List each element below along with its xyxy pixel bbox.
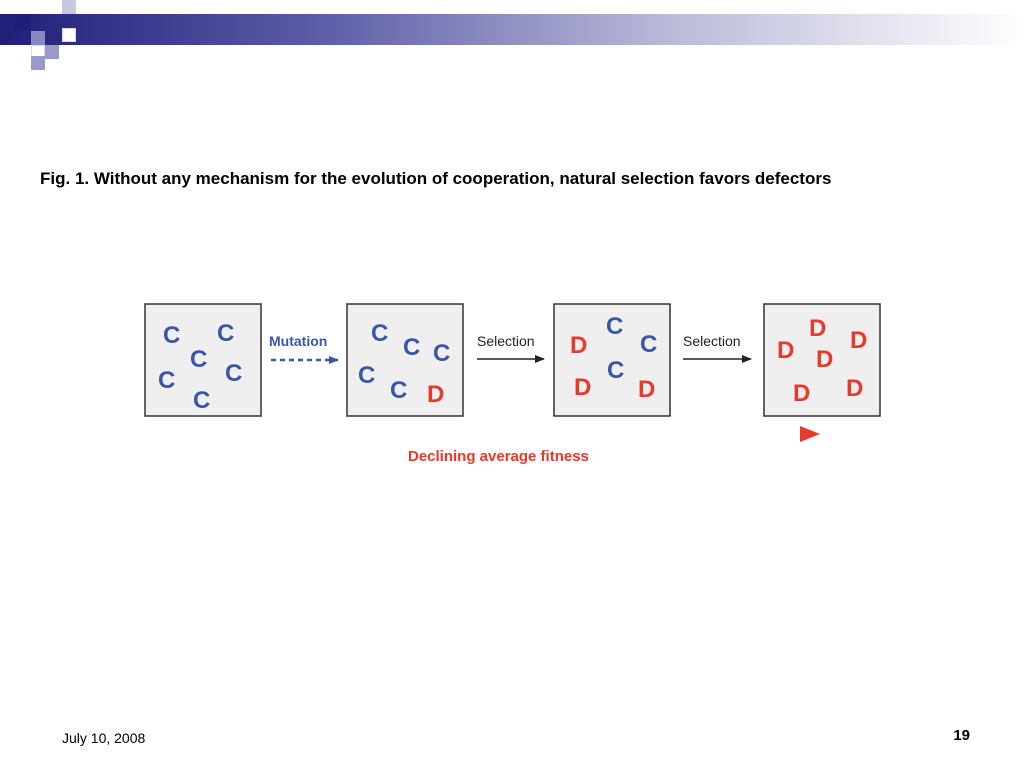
panel-letter: D [570,332,587,359]
page-number: 19 [953,727,970,744]
panel-letter: C [403,334,420,361]
panel-letter: C [433,340,450,367]
panel-letter: C [371,320,388,347]
panel-4 [763,303,881,417]
decor-square [31,31,45,45]
decor-square [62,0,76,14]
selection-label-2: Selection [683,333,741,349]
footer-date: July 10, 2008 [62,730,146,746]
slide-title: Fig. 1. Without any mechanism for the ev… [40,169,832,188]
panel-letter: C [163,322,180,349]
panel-letter: D [574,374,591,401]
panel-letter: C [390,377,407,404]
panel-1 [144,303,262,417]
panel-letter: D [846,375,863,402]
panel-2 [346,303,464,417]
decor-square [31,56,45,70]
panel-letter: C [606,313,623,340]
header-band [0,14,1024,45]
panel-letter: D [638,376,655,403]
panel-letter: D [777,337,794,364]
decor-square [14,14,31,31]
mutation-label: Mutation [269,333,327,349]
panel-letter: C [358,362,375,389]
panel-letter: D [793,380,810,407]
panel-letter: C [193,387,210,414]
panel-letter: C [607,357,624,384]
panel-letter: D [427,381,444,408]
fitness-trend-label: Declining average fitness [408,448,589,465]
fitness-trend-arrowhead [800,426,820,442]
panel-letter: C [217,320,234,347]
panel-letter: C [158,367,175,394]
panel-letter: C [190,346,207,373]
panel-letter: C [640,331,657,358]
selection-label-1: Selection [477,333,535,349]
panel-3 [553,303,671,417]
panel-letter: D [809,315,826,342]
panel-letter: D [850,327,867,354]
decor-square [45,45,59,59]
panel-letter: C [225,360,242,387]
panel-letter: D [816,346,833,373]
decor-square [62,28,76,42]
